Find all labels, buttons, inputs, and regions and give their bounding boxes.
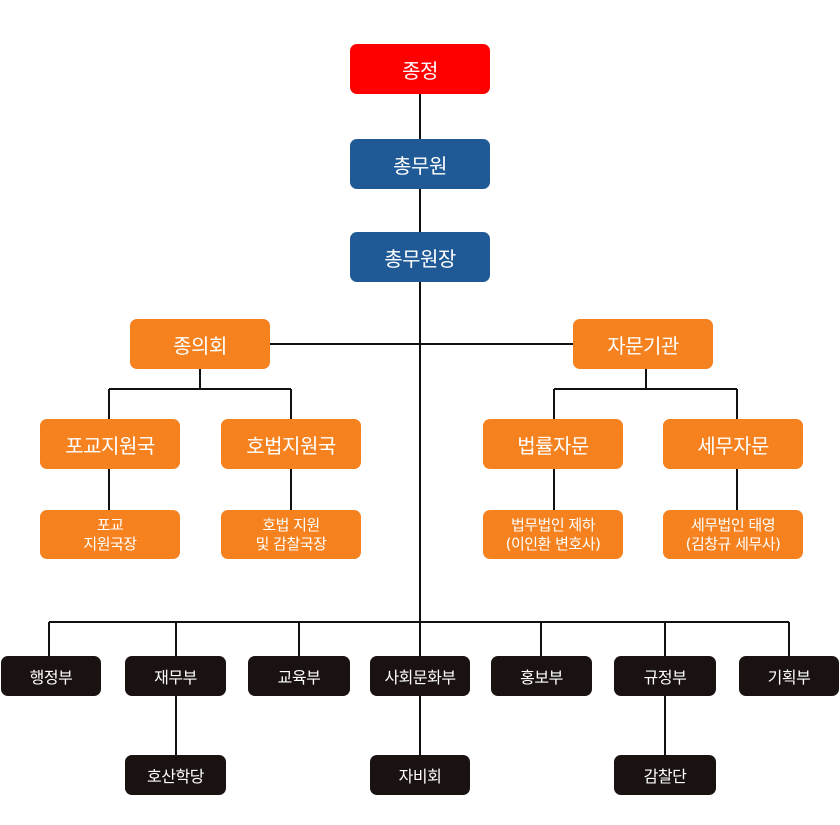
node-advisory-firm: 법무법인 제하 (이인환 변호사) — [483, 510, 623, 559]
node-department: 교육부 — [248, 656, 350, 696]
node-advisory: 자문기관 — [573, 319, 713, 369]
node-department: 규정부 — [614, 656, 716, 696]
node-sub-unit: 자비회 — [370, 755, 470, 795]
node-council-branch: 포교지원국 — [40, 419, 180, 469]
node-sub-unit: 호산학당 — [125, 755, 226, 795]
node-advisory-firm: 세무법인 태영 (김창규 세무사) — [663, 510, 803, 559]
node-advisory-branch: 법률자문 — [483, 419, 623, 469]
node-department: 기획부 — [739, 656, 839, 696]
node-council-branch-head: 포교 지원국장 — [40, 510, 180, 559]
node-department: 사회문화부 — [370, 656, 470, 696]
node-council-branch: 호법지원국 — [221, 419, 361, 469]
node-council: 종의회 — [130, 319, 270, 369]
node-department: 재무부 — [125, 656, 226, 696]
node-department: 행정부 — [1, 656, 101, 696]
node-top: 종정 — [350, 44, 490, 94]
node-department: 홍보부 — [491, 656, 592, 696]
node-executive: 총무원 — [350, 139, 490, 189]
node-director: 총무원장 — [350, 232, 490, 282]
node-advisory-branch: 세무자문 — [663, 419, 803, 469]
node-sub-unit: 감찰단 — [614, 755, 716, 795]
node-council-branch-head: 호법 지원 및 감찰국장 — [221, 510, 361, 559]
